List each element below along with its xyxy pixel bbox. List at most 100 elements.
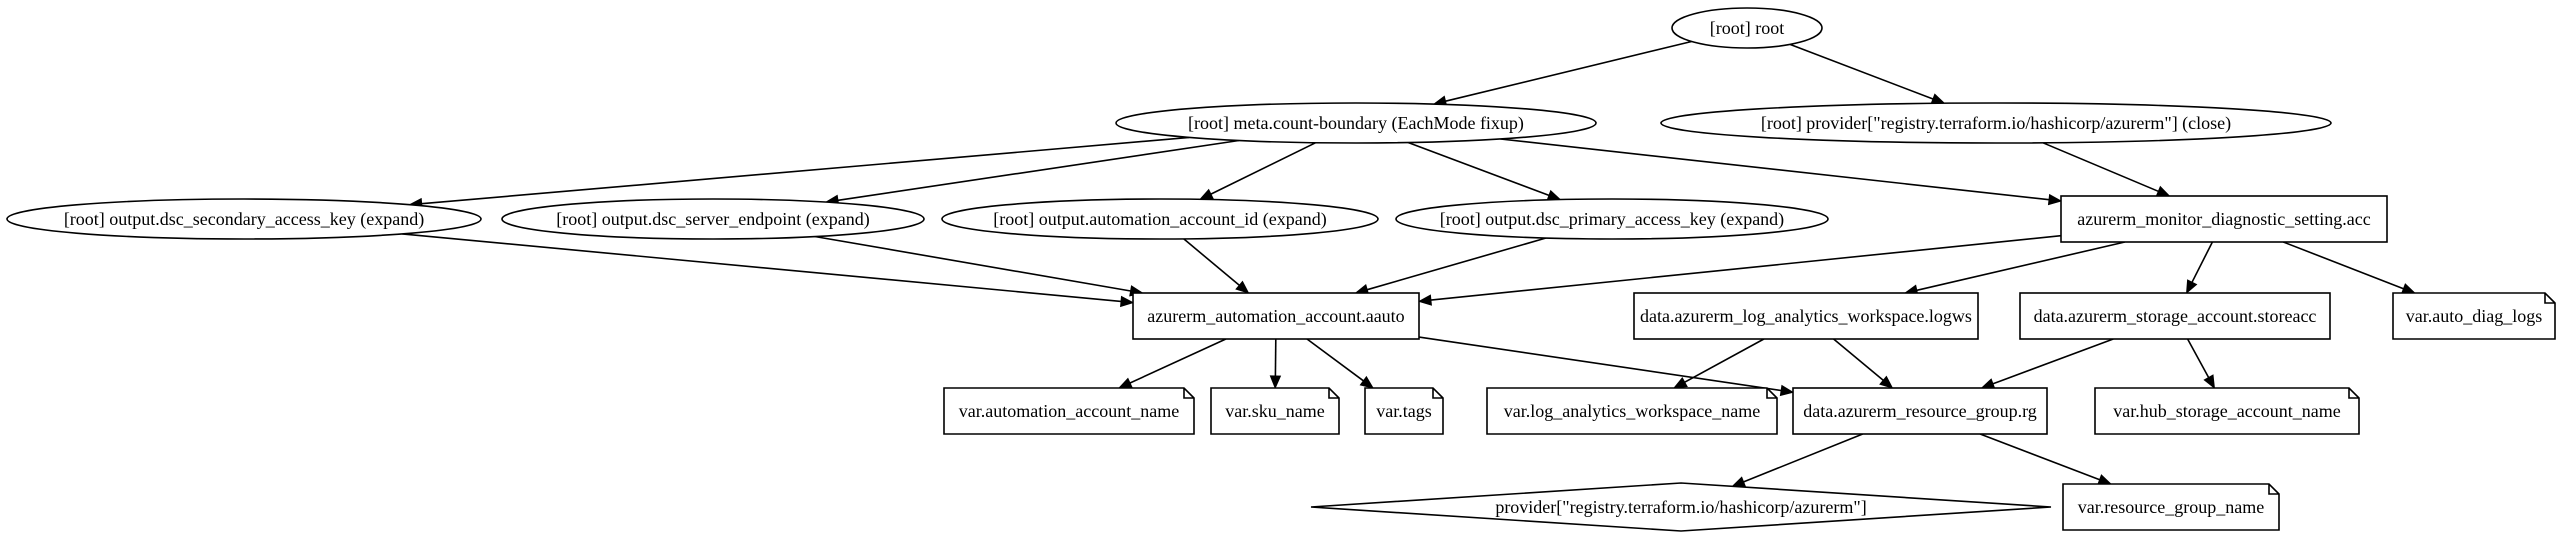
edge-line xyxy=(2283,241,2404,290)
arrowhead xyxy=(1672,377,1688,389)
edge-rg-to-prov xyxy=(1731,433,1863,488)
node-root: [root] root xyxy=(1671,7,1823,49)
node-label-logws: data.azurerm_log_analytics_workspace.log… xyxy=(1640,306,1972,326)
edge-line xyxy=(1129,338,1227,384)
node-shape-logws xyxy=(1633,292,1979,340)
edge-out-pri-to-aauto xyxy=(1354,237,1547,296)
edge-line xyxy=(837,139,1240,202)
edge-storeacc-to-vhub xyxy=(2186,338,2216,390)
arrowhead xyxy=(1546,189,1562,201)
arrowhead xyxy=(2097,474,2113,485)
node-label-vtags: var.tags xyxy=(1376,401,1432,421)
node-shape-aauto xyxy=(1132,292,1420,340)
node-shape-vdiag xyxy=(2392,292,2556,340)
arrowhead xyxy=(2400,283,2416,294)
edge-aauto-to-vaan xyxy=(1117,338,1227,389)
edge-line xyxy=(402,233,1122,303)
node-label-vdiag: var.auto_diag_logs xyxy=(2406,306,2542,326)
edge-line xyxy=(1210,141,1317,195)
edge-diag-to-vdiag xyxy=(2283,241,2416,294)
arrowhead xyxy=(1269,375,1282,390)
node-diag: azurerm_monitor_diagnostic_setting.acc xyxy=(2060,195,2388,243)
node-shape-meta xyxy=(1115,102,1597,144)
node-label-vrgn: var.resource_group_name xyxy=(2078,497,2264,517)
node-rg: data.azurerm_resource_group.rg xyxy=(1792,387,2048,435)
edge-line xyxy=(1833,338,1884,381)
edge-aauto-to-vtags xyxy=(1306,338,1375,389)
node-label-vlaw: var.log_analytics_workspace_name xyxy=(1504,401,1760,421)
node-vtags: var.tags xyxy=(1364,387,1444,435)
node-shape-out-srv xyxy=(501,198,925,240)
node-out-aaid: [root] output.automation_account_id (exp… xyxy=(941,198,1379,240)
edge-line xyxy=(2186,338,2210,378)
node-prov: provider["registry.terraform.io/hashicor… xyxy=(1310,482,2052,532)
edge-aauto-to-vsku xyxy=(1269,338,1282,390)
node-label-storeacc: data.azurerm_storage_account.storeacc xyxy=(2034,306,2317,326)
node-shape-storeacc xyxy=(2019,292,2331,340)
edge-diag-to-logws xyxy=(1903,241,2126,296)
edge-line xyxy=(1418,336,1782,392)
edge-line xyxy=(1306,338,1364,382)
node-shape-out-sec xyxy=(6,198,482,240)
node-vsku: var.sku_name xyxy=(1210,387,1340,435)
arrowhead xyxy=(1879,375,1894,389)
node-meta: [root] meta.count-boundary (EachMode fix… xyxy=(1115,102,1597,144)
node-label-rg: data.azurerm_resource_group.rg xyxy=(1803,401,2037,421)
arrowhead xyxy=(1120,295,1135,308)
node-vlaw: var.log_analytics_workspace_name xyxy=(1486,387,1778,435)
node-out-srv: [root] output.dsc_server_endpoint (expan… xyxy=(501,198,925,240)
node-label-out-sec: [root] output.dsc_secondary_access_key (… xyxy=(64,209,424,230)
node-shape-provclose xyxy=(1660,102,2332,144)
arrowhead xyxy=(2203,374,2216,390)
arrowhead xyxy=(1235,280,1250,294)
arrowhead xyxy=(1779,384,1795,397)
node-label-aauto: azurerm_automation_account.aauto xyxy=(1147,306,1404,326)
node-vrgn: var.resource_group_name xyxy=(2062,483,2280,531)
edge-line xyxy=(1183,238,1240,286)
arrowhead xyxy=(1980,378,1996,390)
edge-diag-to-aauto xyxy=(1417,234,2062,306)
edge-aauto-to-rg xyxy=(1418,336,1795,397)
node-out-pri: [root] output.dsc_primary_access_key (ex… xyxy=(1395,198,1829,240)
edge-line xyxy=(814,235,1131,292)
arrowhead xyxy=(1359,375,1375,389)
edge-line xyxy=(1684,338,1765,383)
edge-provclose-to-diag xyxy=(2042,142,2171,197)
node-storeacc: data.azurerm_storage_account.storeacc xyxy=(2019,292,2331,340)
node-label-meta: [root] meta.count-boundary (EachMode fix… xyxy=(1188,113,1524,134)
graph-nodes: [root] root [root] meta.count-boundary (E… xyxy=(6,7,2556,532)
graph-edges xyxy=(402,40,2416,488)
edge-line xyxy=(1445,40,1692,102)
arrowhead xyxy=(1930,93,1946,105)
node-shape-rg xyxy=(1792,387,2048,435)
edge-line xyxy=(2042,142,2159,193)
node-shape-out-pri xyxy=(1395,198,1829,240)
edge-out-srv-to-aauto xyxy=(814,235,1144,297)
node-label-out-srv: [root] output.dsc_server_endpoint (expan… xyxy=(556,209,869,230)
edge-meta-to-out-sec xyxy=(408,136,1190,210)
node-aauto: azurerm_automation_account.aauto xyxy=(1132,292,1420,340)
node-shape-vsku xyxy=(1210,387,1340,435)
node-shape-diag xyxy=(2060,195,2388,243)
edge-root-to-provclose xyxy=(1789,43,1946,105)
edge-line xyxy=(1743,433,1863,483)
edge-meta-to-out-aaid xyxy=(1198,141,1317,200)
edge-out-aaid-to-aauto xyxy=(1183,238,1250,294)
edge-logws-to-rg xyxy=(1833,338,1894,389)
edge-line xyxy=(1366,237,1547,291)
node-provclose: [root] provider["registry.terraform.io/h… xyxy=(1660,102,2332,144)
edge-line xyxy=(1916,241,2126,292)
node-shape-prov xyxy=(1310,482,2052,532)
arrowhead xyxy=(1117,377,1133,389)
node-shape-out-aaid xyxy=(941,198,1379,240)
edge-line xyxy=(421,136,1190,205)
edge-line xyxy=(1430,234,2062,301)
edge-line xyxy=(1407,141,1550,197)
arrowhead xyxy=(1198,188,1214,200)
node-vdiag: var.auto_diag_logs xyxy=(2392,292,2556,340)
edge-meta-to-diag xyxy=(1500,138,2063,206)
arrowhead xyxy=(2047,193,2063,206)
node-shape-root xyxy=(1671,7,1823,49)
node-label-prov: provider["registry.terraform.io/hashicor… xyxy=(1495,497,1866,517)
